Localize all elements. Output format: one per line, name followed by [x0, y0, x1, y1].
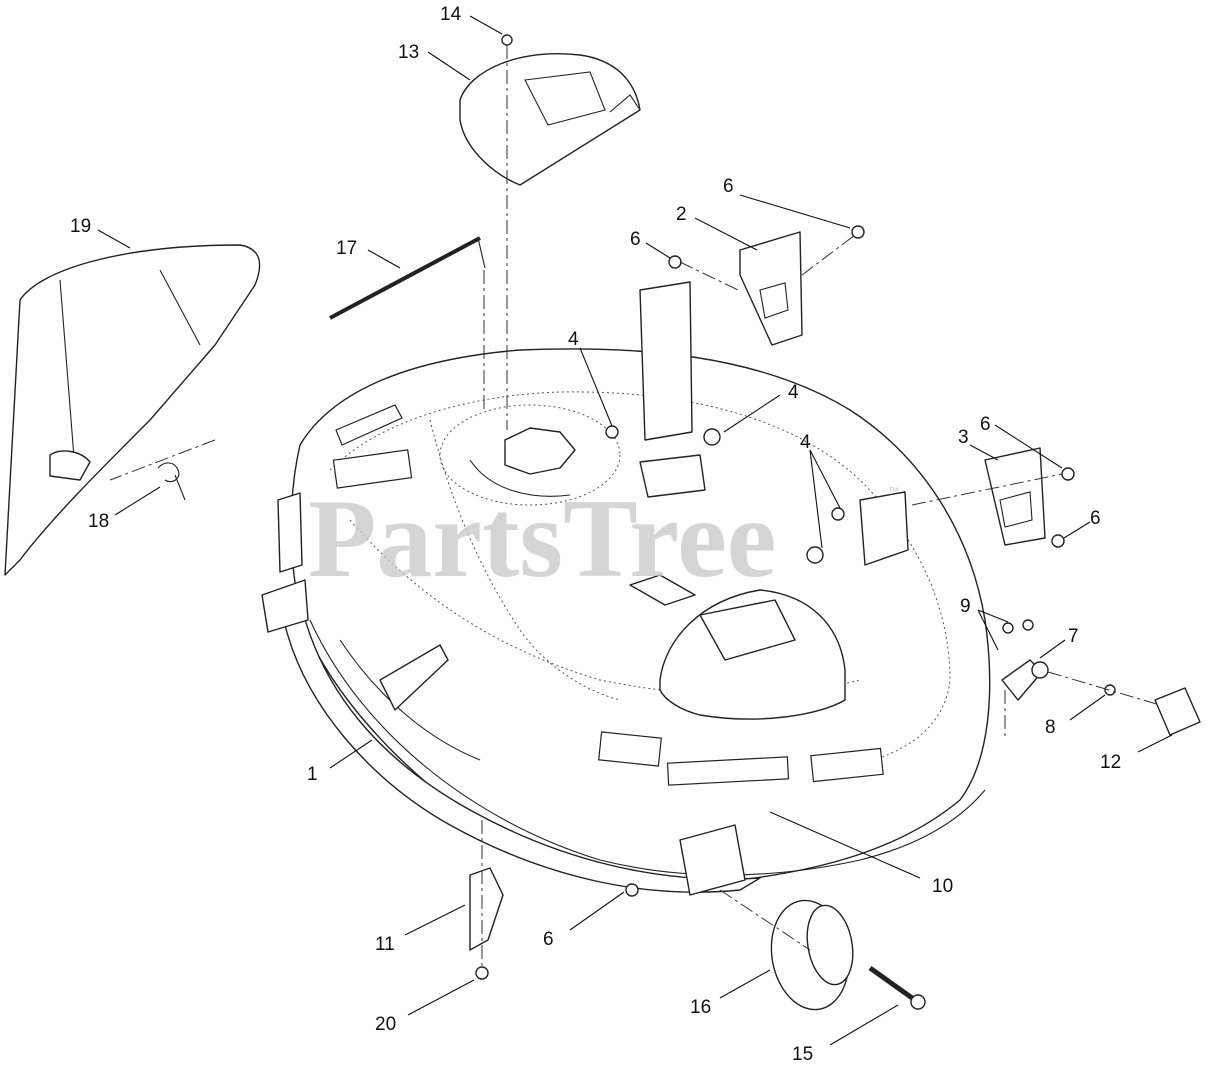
callout-10: 10 — [932, 876, 953, 897]
part-15-bolt — [868, 965, 926, 1010]
mower-deck — [261, 348, 991, 896]
callout-12: 12 — [1100, 752, 1121, 773]
callout-6: 6 — [630, 229, 641, 250]
callout-20: 20 — [375, 1014, 396, 1035]
watermark: PartsTree — [308, 477, 777, 601]
callout-17: 17 — [336, 238, 357, 259]
part-16-wheel — [770, 899, 854, 1011]
callout-2: 2 — [676, 204, 687, 225]
part-8-washer — [1104, 684, 1116, 696]
callout-14: 14 — [440, 4, 462, 25]
callout-11: 11 — [375, 934, 395, 955]
callouts: 14 13 19 17 6 2 6 4 4 4 3 6 6 18 9 7 8 1… — [70, 4, 1121, 1065]
callout-6: 6 — [543, 929, 554, 950]
deck-mount-plate-left — [639, 281, 693, 441]
callout-9: 9 — [960, 596, 971, 617]
callout-4: 4 — [800, 432, 811, 453]
callout-4: 4 — [788, 382, 799, 403]
part-7-fitting — [1001, 659, 1049, 701]
deck-mount-plate-right — [859, 491, 909, 566]
part-17-rod — [329, 236, 486, 320]
part-12-cap — [1154, 687, 1201, 736]
callout-6: 6 — [723, 176, 734, 197]
callout-19: 19 — [70, 216, 91, 237]
assembly-lines — [109, 45, 1161, 968]
watermark-trademark: ™ — [888, 486, 899, 498]
callout-6: 6 — [1090, 508, 1101, 529]
part-2-bracket — [739, 231, 803, 346]
callout-7: 7 — [1068, 626, 1079, 647]
hardware — [157, 34, 1075, 980]
callout-18: 18 — [88, 511, 109, 532]
callout-13: 13 — [398, 42, 419, 63]
callout-4: 4 — [568, 329, 579, 350]
callout-16: 16 — [690, 997, 711, 1018]
leader-lines — [97, 15, 1173, 1046]
part-13-belt-cover — [459, 53, 641, 186]
callout-8: 8 — [1045, 717, 1056, 738]
part-11-bracket — [469, 867, 504, 951]
callout-1: 1 — [307, 764, 318, 785]
part-3-bracket — [984, 447, 1046, 546]
callout-6: 6 — [980, 414, 991, 435]
callout-3: 3 — [958, 427, 969, 448]
part-19-deflector — [4, 244, 261, 576]
callout-15: 15 — [792, 1044, 813, 1065]
